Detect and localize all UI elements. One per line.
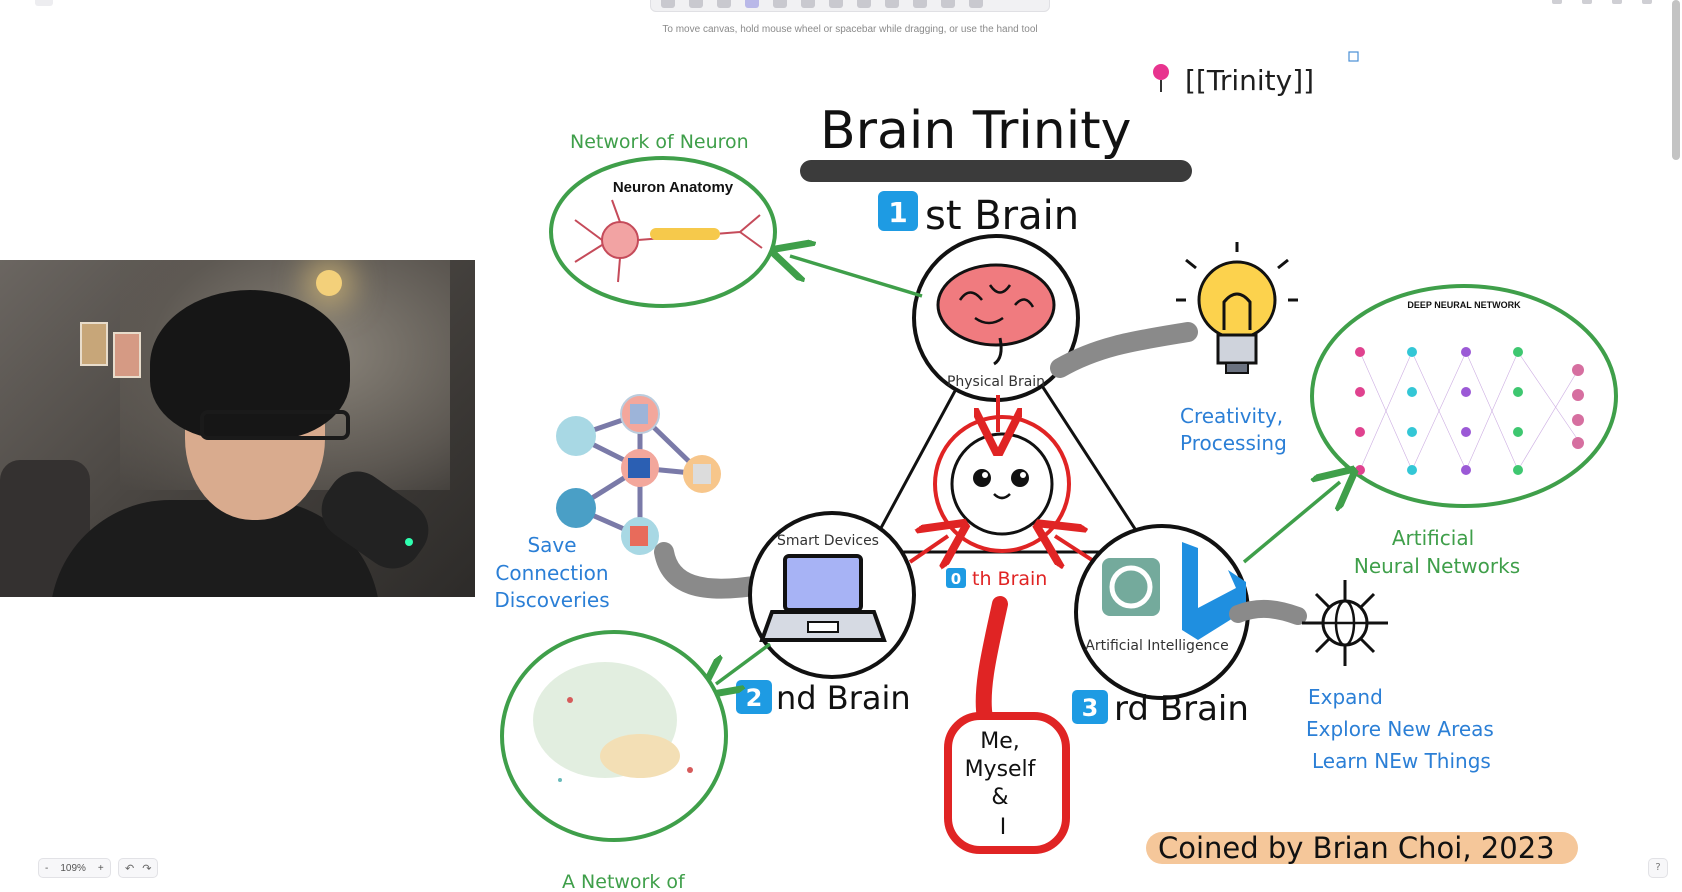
neuron-icon bbox=[574, 199, 763, 283]
menu-button[interactable] bbox=[35, 0, 53, 6]
selection-tool-icon[interactable] bbox=[717, 0, 731, 8]
creativity-connector bbox=[1050, 322, 1198, 378]
physical-brain-caption: Physical Brain bbox=[947, 374, 1045, 390]
arrow-third-to-zeroth bbox=[1055, 536, 1094, 560]
chatgpt-icon bbox=[1102, 558, 1160, 616]
save-connector bbox=[654, 542, 770, 599]
microphone-light bbox=[405, 538, 413, 546]
laptop-icon bbox=[759, 554, 887, 642]
save-line-3: Discoveries bbox=[494, 588, 609, 612]
second-brain-number: 2 bbox=[746, 684, 763, 712]
expand-line-1: Expand bbox=[1308, 685, 1383, 709]
lightbulb-icon bbox=[1176, 242, 1298, 374]
zeroth-brain-number: 0 bbox=[951, 570, 961, 588]
me-line-1: Me, bbox=[980, 729, 1020, 754]
ann-label-line-2: Neural Networks bbox=[1354, 554, 1520, 578]
third-brain-number: 3 bbox=[1082, 694, 1099, 722]
credit-highlight bbox=[1146, 832, 1578, 864]
first-brain-badge bbox=[878, 191, 918, 231]
wall-frame bbox=[113, 332, 141, 378]
wall-frame bbox=[80, 322, 108, 366]
ann-label-line-1: Artificial bbox=[1392, 526, 1474, 550]
lock-tool-icon[interactable] bbox=[661, 0, 675, 8]
me-line-2: Myself bbox=[965, 757, 1037, 782]
lamp bbox=[316, 270, 342, 296]
rectangle-tool-icon[interactable] bbox=[745, 0, 759, 8]
history-control: ↶ ↷ bbox=[118, 858, 159, 878]
canvas-hint: To move canvas, hold mouse wheel or spac… bbox=[662, 24, 1038, 35]
top-right-tools bbox=[1552, 0, 1652, 4]
ai-caption: Artificial Intelligence bbox=[1085, 638, 1229, 654]
brain-icon bbox=[936, 263, 1056, 366]
face-icon bbox=[950, 432, 1054, 536]
graph-view-icon bbox=[533, 662, 693, 782]
me-line-4: I bbox=[1000, 815, 1007, 840]
arrow-to-neuron bbox=[790, 256, 923, 298]
drawing-toolbar bbox=[650, 0, 1050, 12]
arrow-second-to-zeroth bbox=[908, 536, 948, 562]
image-tool-icon[interactable] bbox=[941, 0, 955, 8]
zoom-in-button[interactable]: + bbox=[97, 862, 104, 874]
me-myself-box bbox=[944, 712, 1070, 854]
zoom-level[interactable]: 109% bbox=[60, 862, 86, 874]
zoom-out-button[interactable]: - bbox=[45, 862, 49, 874]
pin-icon bbox=[1153, 64, 1169, 92]
neuron-label: Network of Neuron bbox=[570, 131, 749, 153]
trinity-link[interactable]: [[Trinity]] bbox=[1185, 64, 1314, 97]
second-brain-label: nd Brain bbox=[776, 679, 911, 717]
webcam-overlay bbox=[0, 260, 475, 597]
creativity-line-1: Creativity, bbox=[1180, 404, 1283, 428]
line-tool-icon[interactable] bbox=[857, 0, 871, 8]
me-connector bbox=[975, 596, 1008, 726]
settings-icon[interactable] bbox=[1612, 0, 1622, 4]
diamond-tool-icon[interactable] bbox=[773, 0, 787, 8]
save-line-2: Connection bbox=[495, 561, 608, 585]
globe-arrows-icon bbox=[1302, 580, 1388, 666]
title-underline bbox=[800, 160, 1192, 182]
first-brain-label: st Brain bbox=[925, 193, 1079, 239]
share-icon[interactable] bbox=[1582, 0, 1592, 4]
arrow-tool-icon[interactable] bbox=[829, 0, 843, 8]
pencil-tool-icon[interactable] bbox=[885, 0, 899, 8]
page-title: Brain Trinity bbox=[820, 101, 1131, 161]
knowledge-graph-icon bbox=[556, 394, 721, 555]
credit-text: Coined by Brian Choi, 2023 bbox=[1158, 831, 1555, 865]
first-brain-number: 1 bbox=[888, 196, 907, 229]
text-tool-icon[interactable] bbox=[913, 0, 927, 8]
sidebar-icon[interactable] bbox=[1642, 0, 1652, 4]
zeroth-brain-badge bbox=[946, 568, 966, 588]
expand-line-3: Learn NEw Things bbox=[1312, 749, 1491, 773]
help-icon[interactable]: ? bbox=[1648, 858, 1668, 878]
third-brain-label: rd Brain bbox=[1114, 689, 1249, 729]
zeroth-brain-label: th Brain bbox=[972, 568, 1047, 590]
zoom-control: - 109% + bbox=[38, 858, 111, 878]
presenter-glasses bbox=[200, 410, 350, 440]
vertical-scrollbar[interactable] bbox=[1672, 0, 1680, 160]
arrow-to-graph bbox=[716, 642, 772, 684]
presenter-hair bbox=[150, 290, 350, 440]
external-link-icon[interactable] bbox=[1348, 51, 1359, 62]
third-brain-badge bbox=[1072, 690, 1108, 724]
eraser-tool-icon[interactable] bbox=[969, 0, 983, 8]
ann-image-title: DEEP NEURAL NETWORK bbox=[1407, 300, 1521, 310]
ellipse-tool-icon[interactable] bbox=[801, 0, 815, 8]
graph-label: A Network of bbox=[562, 871, 686, 892]
neuron-image-title: Neuron Anatomy bbox=[613, 179, 734, 196]
undo-button[interactable]: ↶ bbox=[125, 861, 135, 875]
smart-devices-caption: Smart Devices bbox=[777, 533, 879, 549]
expand-line-2: Explore New Areas bbox=[1306, 717, 1494, 741]
hand-tool-icon[interactable] bbox=[689, 0, 703, 8]
creativity-line-2: Processing bbox=[1180, 431, 1287, 455]
library-icon[interactable] bbox=[1552, 0, 1562, 4]
expand-connector bbox=[1229, 600, 1307, 625]
me-line-3: & bbox=[991, 785, 1008, 810]
save-line-1: Save bbox=[527, 533, 576, 557]
redo-button[interactable]: ↷ bbox=[142, 861, 152, 875]
arrow-to-ann bbox=[1242, 482, 1340, 564]
